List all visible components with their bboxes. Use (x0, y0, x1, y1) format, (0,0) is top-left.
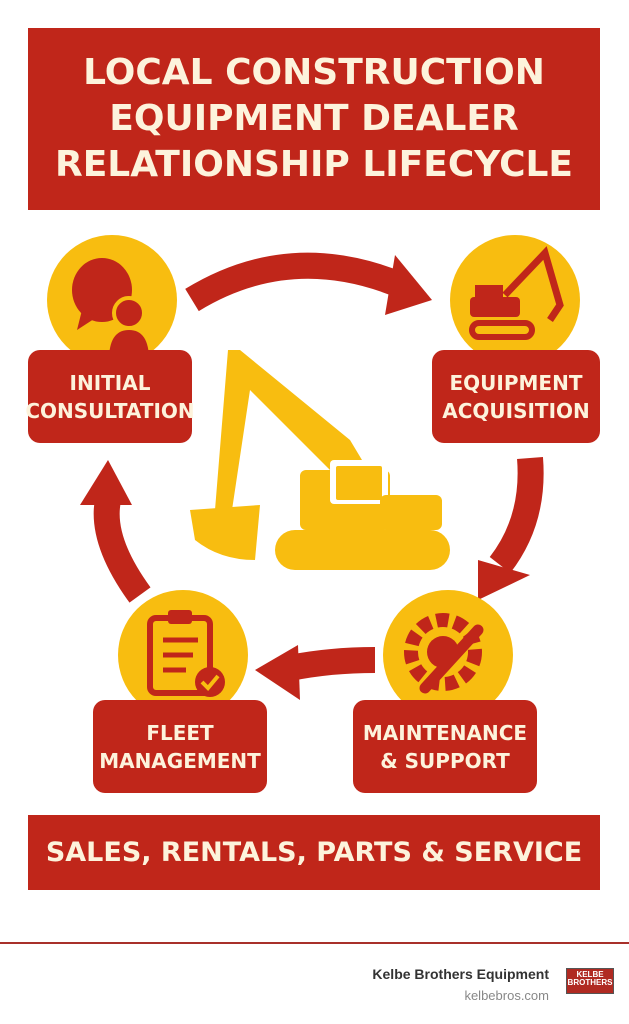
company-name: Kelbe Brothers Equipment (372, 966, 549, 982)
arrowhead (80, 460, 132, 505)
stage-equipment-acquisition: EQUIPMENT ACQUISITION (432, 350, 600, 443)
gear-wrench-icon (383, 590, 513, 720)
stage-initial-consultation: INITIAL CONSULTATION (25, 350, 195, 443)
stage-fleet-management: FLEET MANAGEMENT (93, 700, 267, 793)
arrow-acquisition-to-maintenance (489, 456, 544, 573)
arrow-maintenance-to-fleet (287, 647, 376, 681)
clipboard-check-icon (118, 590, 248, 720)
arrowhead (255, 645, 300, 700)
page-title: LOCAL CONSTRUCTION EQUIPMENT DEALER RELA… (28, 28, 600, 210)
central-excavator-illustration (190, 350, 450, 570)
services-banner: SALES, RENTALS, PARTS & SERVICE (28, 815, 600, 890)
arrow-consultation-to-acquisition (185, 252, 405, 312)
consultation-person-icon (47, 235, 177, 365)
company-website[interactable]: kelbebros.com (464, 988, 549, 1003)
arrow-fleet-to-consultation (93, 497, 151, 603)
stage-maintenance-support: MAINTENANCE & SUPPORT (353, 700, 537, 793)
footer-divider (0, 942, 629, 944)
arrowhead (478, 560, 530, 600)
excavator-icon (450, 235, 580, 365)
arrowhead (385, 255, 432, 315)
